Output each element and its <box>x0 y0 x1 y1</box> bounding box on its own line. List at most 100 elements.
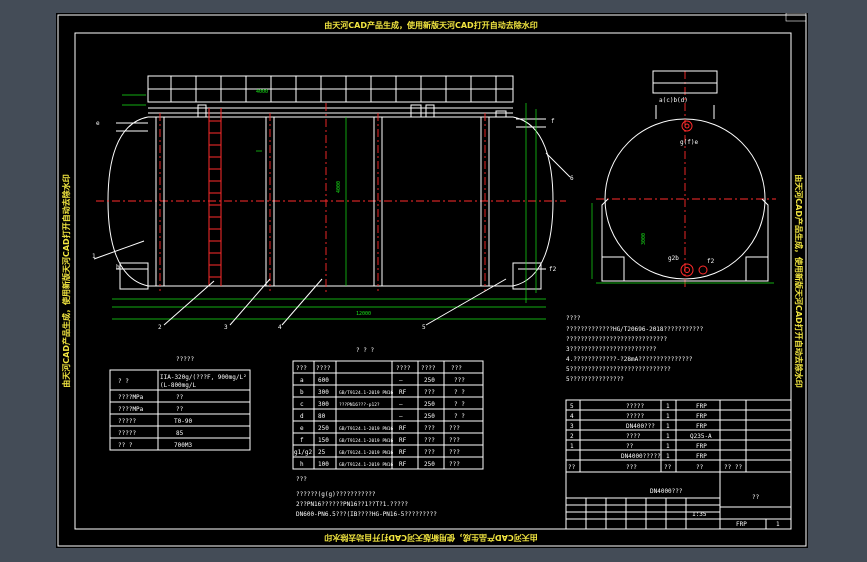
leader-6: 6 <box>570 175 574 182</box>
nozzle-cell: GB/T9124.1-2019 PN16 <box>339 438 393 444</box>
svg-text:4000: 4000 <box>256 89 268 95</box>
leader-5: 5 <box>422 324 426 331</box>
nozzle-cell: ??? <box>424 425 435 432</box>
tech-cell: ? ? <box>118 378 129 385</box>
nozzle-cell: 600 <box>318 377 329 384</box>
bom-cell: FRP <box>696 423 707 430</box>
nozzle-cell: ??? <box>424 389 435 396</box>
nozzle-cell: 250 <box>318 425 329 432</box>
note-line: ??????(g(g)??????????? <box>296 491 376 498</box>
nozzle-cell: a <box>300 377 304 384</box>
bom-cell: ?? <box>664 464 672 471</box>
tech-cell: ?? ? <box>118 442 133 449</box>
note-line: ???????????????????????????? <box>566 336 668 343</box>
bom-cell: FRP <box>696 443 707 450</box>
bom-cells: 5 ????? 1 FRP 4 ????? 1 FRP 3 DN400??? 1… <box>568 403 742 471</box>
nozzle-cell: ? ? <box>454 389 465 396</box>
tech-cell: ????MPa <box>118 394 144 401</box>
tech-cell: ????MPa <box>118 406 144 413</box>
nozzle-cell: 250 <box>424 413 435 420</box>
bom-cell: Q235-A <box>690 433 712 440</box>
nozzle-cell: 300 <box>318 401 329 408</box>
title-drawing-name: DN4000??? <box>650 488 683 495</box>
nozzle-cell: RF <box>399 389 407 396</box>
bom-cell: 5 <box>570 403 574 410</box>
leader-2: 2 <box>158 324 162 331</box>
svg-text:12000: 12000 <box>356 311 371 317</box>
nozzle-cell: 150 <box>318 437 329 444</box>
side-view: a(c)b(d) g(f)e g2b f2 3000 <box>591 70 776 288</box>
nozzle-cell: 250 <box>424 377 435 384</box>
note-line: 2??PN16??????PN16??1??T?1.????? <box>296 501 408 508</box>
leader-4: 4 <box>278 324 282 331</box>
bom-table <box>565 399 792 473</box>
tech-table-title: ????? <box>176 356 194 363</box>
nozzle-cell: — <box>399 413 403 420</box>
bom-cell: 1 <box>666 443 670 450</box>
title-scale: ?? <box>752 494 760 501</box>
tech-cell: IIA-320g/(???F, 900mg/L² <box>160 374 247 381</box>
title-material: FRP <box>736 521 747 528</box>
nozzle-cell: 250 <box>424 461 435 468</box>
nozzle-cell: — <box>399 401 403 408</box>
tech-cell: ?? <box>176 394 184 401</box>
title-sheet: 1 <box>776 521 780 528</box>
nozzle-cell: ???? <box>396 365 411 372</box>
bom-cell: ????? <box>626 413 644 420</box>
nozzle-table-cells: ??? ???? ???? ???? ??? a 600 — 250 ??? b… <box>294 365 465 468</box>
nozzle-cell: ? ? <box>454 401 465 408</box>
note-line: ?????????????HG/T20696-2018??????????? <box>566 326 704 333</box>
nozzle-table-title: ? ? ? <box>356 347 374 354</box>
nozzle-cell: 300 <box>318 389 329 396</box>
bom-cell: DN400??? <box>626 423 655 430</box>
bom-cell: FRP <box>696 403 707 410</box>
notes-top: ???? ?????????????HG/T20696-2018????????… <box>566 315 704 383</box>
tech-cell: T0-90 <box>174 418 192 425</box>
bom-cell: ???? <box>626 433 641 440</box>
nozzle-cell: RF <box>399 449 407 456</box>
note-line: 4.????????????-?28mA??????????????? <box>566 356 693 363</box>
tech-cell: 85 <box>176 430 184 437</box>
front-view: 4000 12000 4000 e f f2 b 1 2 3 4 5 6 <box>92 75 574 331</box>
nozzle-cell: 100 <box>318 461 329 468</box>
nozzle-cell: f <box>300 437 304 444</box>
nozzle-cell: h <box>300 461 304 468</box>
bom-cell: 2 <box>570 433 574 440</box>
nozzle-cell: 80 <box>318 413 326 420</box>
note-line: DN600-PN6.5???(IB????HG-PN16-5????????? <box>296 511 437 518</box>
nozzle-cell: GB/T9124.1-2019 PN16 <box>339 426 393 432</box>
nozzle-cell: b <box>300 389 304 396</box>
bom-cell: FRP <box>696 453 707 460</box>
nozzle-cell: GB/T9124.1-2019 PN16 <box>339 450 393 456</box>
note-line: 3???????????????????????? <box>566 346 657 353</box>
notes-bottom: ??? ??????(g(g)??????????? 2??PN16??????… <box>296 476 437 518</box>
nozzle-cell: e <box>300 425 304 432</box>
bom-cell: 4 <box>570 413 574 420</box>
outer-frame <box>57 14 807 547</box>
bom-cell: DN4000????? <box>621 453 661 460</box>
bom-cell: 1 <box>666 453 670 460</box>
nozzle-cell: RF <box>399 437 407 444</box>
tech-cell: ????? <box>118 430 136 437</box>
nozzle-cell: 250 <box>424 401 435 408</box>
nozzle-cell: ???PN16???-p12? <box>339 402 380 408</box>
cad-drawing: 由天河CAD产品生成，使用新版天河CAD打开自动去除水印 由天河CAD产品生成，… <box>57 13 807 547</box>
title-code: 1:35 <box>692 511 707 518</box>
tech-cell: ????? <box>118 418 136 425</box>
tech-cell: (L-800mg/L <box>160 382 197 389</box>
nozzle-cell: ??? <box>454 377 465 384</box>
drawing-sheet: 由天河CAD产品生成，使用新版天河CAD打开自动去除水印 由天河CAD产品生成，… <box>56 13 808 548</box>
notes-bottom-title: ??? <box>296 476 307 483</box>
nozzle-cell: d <box>300 413 304 420</box>
bom-cell: ?? ?? <box>724 464 742 471</box>
nozzle-cell: ??? <box>449 425 460 432</box>
nozzle-cell: c <box>300 401 304 408</box>
label-e: e <box>96 120 100 127</box>
bom-cell: FRP <box>696 413 707 420</box>
nozzle-cell: GB/T9124.1-2019 PN16 <box>339 462 393 468</box>
note-line: 5??????????????? <box>566 376 624 383</box>
nozzle-cell: ??? <box>449 449 460 456</box>
inner-frame <box>74 32 792 530</box>
bom-cell: 3 <box>570 423 574 430</box>
bom-cell: 1 <box>570 443 574 450</box>
